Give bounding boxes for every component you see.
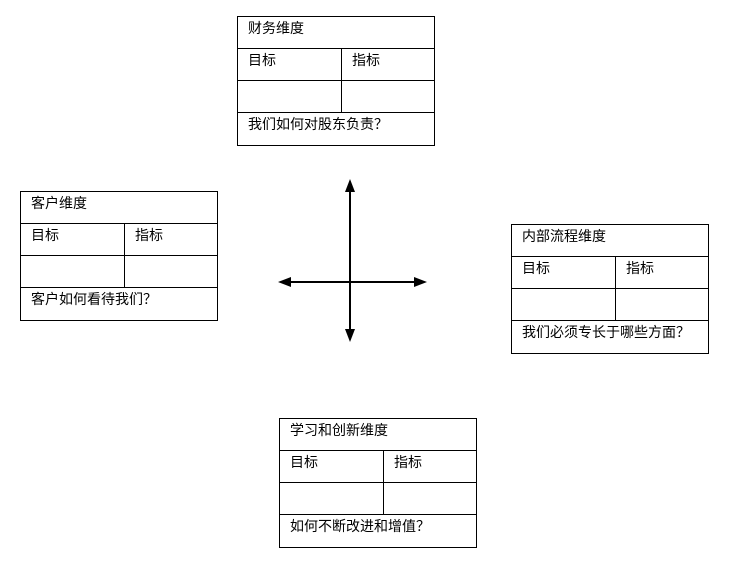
card-question-row: 客户如何看待我们？ xyxy=(21,288,217,320)
card-header-row: 目标 指标 xyxy=(21,224,217,256)
finance-dimension-card: 财务维度 目标 指标 我们如何对股东负责？ xyxy=(237,16,435,146)
goal-cell xyxy=(238,81,342,112)
card-title: 学习和创新维度 xyxy=(290,423,388,439)
card-header-row: 目标 指标 xyxy=(238,49,434,81)
learning-innovation-dimension-card: 学习和创新维度 目标 指标 如何不断改进和增值？ xyxy=(279,418,477,548)
card-empty-row xyxy=(238,81,434,113)
card-question: 客户如何看待我们？ xyxy=(31,292,157,308)
card-question-row: 如何不断改进和增值？ xyxy=(280,515,476,547)
metric-column-header: 指标 xyxy=(135,228,163,244)
card-title-row: 财务维度 xyxy=(238,17,434,49)
card-title-row: 内部流程维度 xyxy=(512,225,708,257)
metric-column-header: 指标 xyxy=(394,455,422,471)
card-title: 财务维度 xyxy=(248,21,304,37)
card-empty-row xyxy=(280,483,476,515)
card-title-row: 学习和创新维度 xyxy=(280,419,476,451)
arrow-right-icon xyxy=(414,277,427,287)
card-question-row: 我们必须专长于哪些方面？ xyxy=(512,321,708,353)
arrow-up-icon xyxy=(345,179,355,192)
card-question-row: 我们如何对股东负责？ xyxy=(238,113,434,145)
card-title: 客户维度 xyxy=(31,196,87,212)
card-header-row: 目标 指标 xyxy=(512,257,708,289)
goal-cell xyxy=(280,483,384,514)
internal-process-dimension-card: 内部流程维度 目标 指标 我们必须专长于哪些方面？ xyxy=(511,224,709,354)
card-title: 内部流程维度 xyxy=(522,229,606,245)
goal-cell xyxy=(21,256,125,287)
arrow-down-icon xyxy=(345,329,355,342)
card-title-row: 客户维度 xyxy=(21,192,217,224)
card-empty-row xyxy=(21,256,217,288)
metric-column-header: 指标 xyxy=(352,53,380,69)
goal-column-header: 目标 xyxy=(512,257,616,288)
card-question: 我们必须专长于哪些方面？ xyxy=(522,325,690,341)
goal-column-header: 目标 xyxy=(280,451,384,482)
goal-cell xyxy=(512,289,616,320)
metric-column-header: 指标 xyxy=(626,261,654,277)
card-question: 如何不断改进和增值？ xyxy=(290,519,430,535)
card-empty-row xyxy=(512,289,708,321)
arrow-left-icon xyxy=(278,277,291,287)
card-question: 我们如何对股东负责？ xyxy=(248,117,388,133)
card-header-row: 目标 指标 xyxy=(280,451,476,483)
customer-dimension-card: 客户维度 目标 指标 客户如何看待我们？ xyxy=(20,191,218,321)
goal-column-header: 目标 xyxy=(21,224,125,255)
goal-column-header: 目标 xyxy=(238,49,342,80)
